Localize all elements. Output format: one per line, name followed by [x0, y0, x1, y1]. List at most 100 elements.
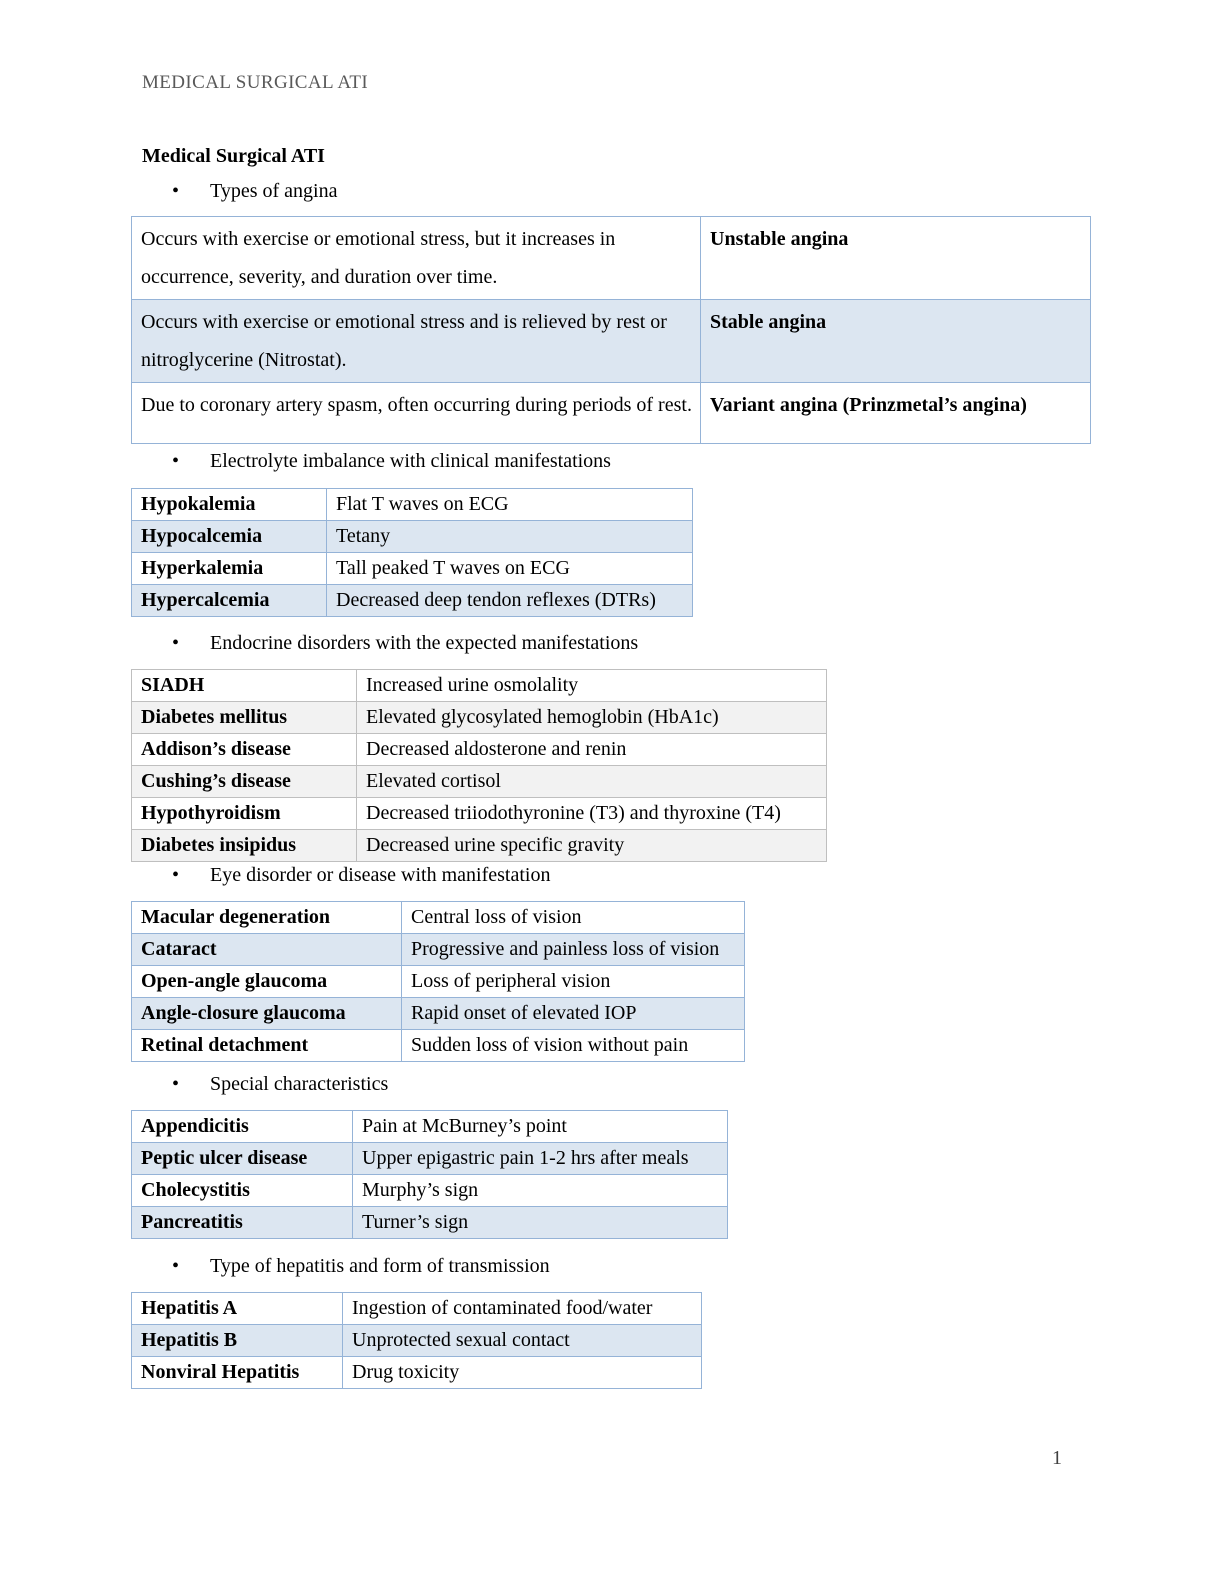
- cell-description: Progressive and painless loss of vision: [401, 933, 745, 966]
- cell-description: Tall peaked T waves on ECG: [326, 552, 693, 585]
- cell-term: Variant angina (Prinzmetal’s angina): [700, 382, 1091, 444]
- running-header: MEDICAL SURGICAL ATI: [142, 72, 369, 93]
- cell-description: Decreased deep tendon reflexes (DTRs): [326, 584, 693, 617]
- cell-term: SIADH: [131, 669, 357, 702]
- table-hepatitis-transmission: Hepatitis A Ingestion of contaminated fo…: [131, 1292, 702, 1389]
- cell-term: Cushing’s disease: [131, 765, 357, 798]
- table-row: Addison’s disease Decreased aldosterone …: [131, 733, 827, 766]
- cell-description: Elevated cortisol: [356, 765, 827, 798]
- bullet-label: Types of angina: [210, 180, 338, 202]
- cell-term: Stable angina: [700, 299, 1091, 383]
- cell-description: Tetany: [326, 520, 693, 553]
- bullet-label: Endocrine disorders with the expected ma…: [210, 632, 639, 654]
- cell-term: Hepatitis A: [131, 1292, 343, 1325]
- table-row: Occurs with exercise or emotional stress…: [131, 216, 1091, 300]
- table-types-of-angina: Occurs with exercise or emotional stress…: [131, 216, 1091, 444]
- table-row: Diabetes insipidus Decreased urine speci…: [131, 829, 827, 862]
- cell-description: Loss of peripheral vision: [401, 965, 745, 998]
- cell-term: Diabetes mellitus: [131, 701, 357, 734]
- bullet-heading-special-characteristics: • Special characteristics: [172, 1073, 388, 1096]
- bullet-dot-icon: •: [172, 632, 180, 654]
- cell-term: Hepatitis B: [131, 1324, 343, 1357]
- bullet-label: Special characteristics: [210, 1073, 389, 1095]
- cell-term: Hypercalcemia: [131, 584, 327, 617]
- bullet-dot-icon: •: [172, 1073, 180, 1095]
- cell-term: Hypothyroidism: [131, 797, 357, 830]
- table-row: Hypocalcemia Tetany: [131, 520, 693, 553]
- cell-description: Due to coronary artery spasm, often occu…: [131, 382, 701, 444]
- table-row: Pancreatitis Turner’s sign: [131, 1206, 728, 1239]
- cell-description: Decreased triiodothyronine (T3) and thyr…: [356, 797, 827, 830]
- table-row: Nonviral Hepatitis Drug toxicity: [131, 1356, 702, 1389]
- table-row: Hypercalcemia Decreased deep tendon refl…: [131, 584, 693, 617]
- bullet-heading-electrolyte-imbalance: •Electrolyte imbalance with clinical man…: [172, 450, 611, 473]
- cell-term: Appendicitis: [131, 1110, 353, 1143]
- cell-description: Drug toxicity: [342, 1356, 702, 1389]
- table-row: Peptic ulcer disease Upper epigastric pa…: [131, 1142, 728, 1175]
- bullet-dot-icon: •: [172, 450, 180, 472]
- cell-term: Angle-closure glaucoma: [131, 997, 402, 1030]
- table-row: Diabetes mellitus Elevated glycosylated …: [131, 701, 827, 734]
- cell-description: Central loss of vision: [401, 901, 745, 934]
- table-row: Angle-closure glaucoma Rapid onset of el…: [131, 997, 745, 1030]
- table-row: Cataract Progressive and painless loss o…: [131, 933, 745, 966]
- bullet-label: Eye disorder or disease with manifestati…: [210, 864, 551, 886]
- cell-description: Decreased urine specific gravity: [356, 829, 827, 862]
- table-row: Open-angle glaucoma Loss of peripheral v…: [131, 965, 745, 998]
- table-special-characteristics: Appendicitis Pain at McBurney’s point Pe…: [131, 1110, 728, 1239]
- table-row: Occurs with exercise or emotional stress…: [131, 299, 1091, 383]
- cell-description: Sudden loss of vision without pain: [401, 1029, 745, 1062]
- cell-description: Turner’s sign: [352, 1206, 728, 1239]
- cell-term: Macular degeneration: [131, 901, 402, 934]
- cell-term: Nonviral Hepatitis: [131, 1356, 343, 1389]
- bullet-heading-hepatitis: • Type of hepatitis and form of transmiss…: [172, 1255, 550, 1278]
- cell-term: Hyperkalemia: [131, 552, 327, 585]
- cell-term: Diabetes insipidus: [131, 829, 357, 862]
- cell-description: Ingestion of contaminated food/water: [342, 1292, 702, 1325]
- cell-term: Retinal detachment: [131, 1029, 402, 1062]
- table-eye-disorders: Macular degeneration Central loss of vis…: [131, 901, 745, 1062]
- bullet-heading-endocrine-disorders: • Endocrine disorders with the expected m…: [172, 632, 638, 655]
- cell-term: Peptic ulcer disease: [131, 1142, 353, 1175]
- table-row: Hyperkalemia Tall peaked T waves on ECG: [131, 552, 693, 585]
- cell-term: Pancreatitis: [131, 1206, 353, 1239]
- table-electrolyte-imbalance: Hypokalemia Flat T waves on ECG Hypocalc…: [131, 488, 693, 617]
- cell-description: Occurs with exercise or emotional stress…: [131, 299, 701, 383]
- table-row: Cholecystitis Murphy’s sign: [131, 1174, 728, 1207]
- table-row: Hypokalemia Flat T waves on ECG: [131, 488, 693, 521]
- bullet-dot-icon: •: [172, 180, 180, 202]
- bullet-heading-eye-disorder: • Eye disorder or disease with manifestat…: [172, 864, 550, 887]
- table-row: Appendicitis Pain at McBurney’s point: [131, 1110, 728, 1143]
- cell-term: Hypocalcemia: [131, 520, 327, 553]
- cell-term: Cholecystitis: [131, 1174, 353, 1207]
- cell-term: Cataract: [131, 933, 402, 966]
- cell-description: Rapid onset of elevated IOP: [401, 997, 745, 1030]
- cell-description: Increased urine osmolality: [356, 669, 827, 702]
- table-row: Hepatitis B Unprotected sexual contact: [131, 1324, 702, 1357]
- cell-term: Unstable angina: [700, 216, 1091, 300]
- cell-description: Decreased aldosterone and renin: [356, 733, 827, 766]
- table-row: Retinal detachment Sudden loss of vision…: [131, 1029, 745, 1062]
- cell-description: Pain at McBurney’s point: [352, 1110, 728, 1143]
- bullet-dot-icon: •: [172, 864, 180, 886]
- page-number: 1: [1052, 1447, 1062, 1469]
- bullet-dot-icon: •: [172, 1255, 180, 1277]
- cell-term: Hypokalemia: [131, 488, 327, 521]
- cell-description: Flat T waves on ECG: [326, 488, 693, 521]
- cell-description: Upper epigastric pain 1-2 hrs after meal…: [352, 1142, 728, 1175]
- table-endocrine-disorders: SIADH Increased urine osmolality Diabete…: [131, 669, 827, 862]
- bullet-label: Type of hepatitis and form of transmissi…: [210, 1255, 550, 1277]
- table-row: SIADH Increased urine osmolality: [131, 669, 827, 702]
- cell-description: Murphy’s sign: [352, 1174, 728, 1207]
- bullet-heading-types-of-angina: • Types of angina: [172, 180, 337, 203]
- table-row: Macular degeneration Central loss of vis…: [131, 901, 745, 934]
- cell-description: Elevated glycosylated hemoglobin (HbA1c): [356, 701, 827, 734]
- page-title: Medical Surgical ATI: [142, 145, 325, 167]
- table-row: Hepatitis A Ingestion of contaminated fo…: [131, 1292, 702, 1325]
- cell-term: Addison’s disease: [131, 733, 357, 766]
- table-row: Hypothyroidism Decreased triiodothyronin…: [131, 797, 827, 830]
- cell-description: Occurs with exercise or emotional stress…: [131, 216, 701, 300]
- table-row: Cushing’s disease Elevated cortisol: [131, 765, 827, 798]
- table-row: Due to coronary artery spasm, often occu…: [131, 382, 1091, 444]
